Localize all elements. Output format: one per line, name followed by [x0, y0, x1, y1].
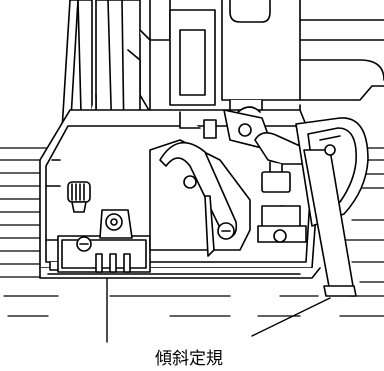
front-guide-rail [57, 235, 151, 273]
fence-callout-label: 傾斜定規 [155, 349, 223, 367]
left-adjust-knob [67, 181, 91, 213]
rip-fence [295, 117, 369, 297]
leader-line-fence [251, 297, 331, 337]
bevel-quadrant [149, 139, 251, 251]
right-screws [257, 205, 307, 243]
ground-hatching-left [0, 147, 59, 317]
callout-leaders [106, 277, 331, 343]
left-bracket [76, 209, 133, 252]
center-screws [179, 111, 217, 189]
ground-hatching-bottom [109, 295, 384, 317]
